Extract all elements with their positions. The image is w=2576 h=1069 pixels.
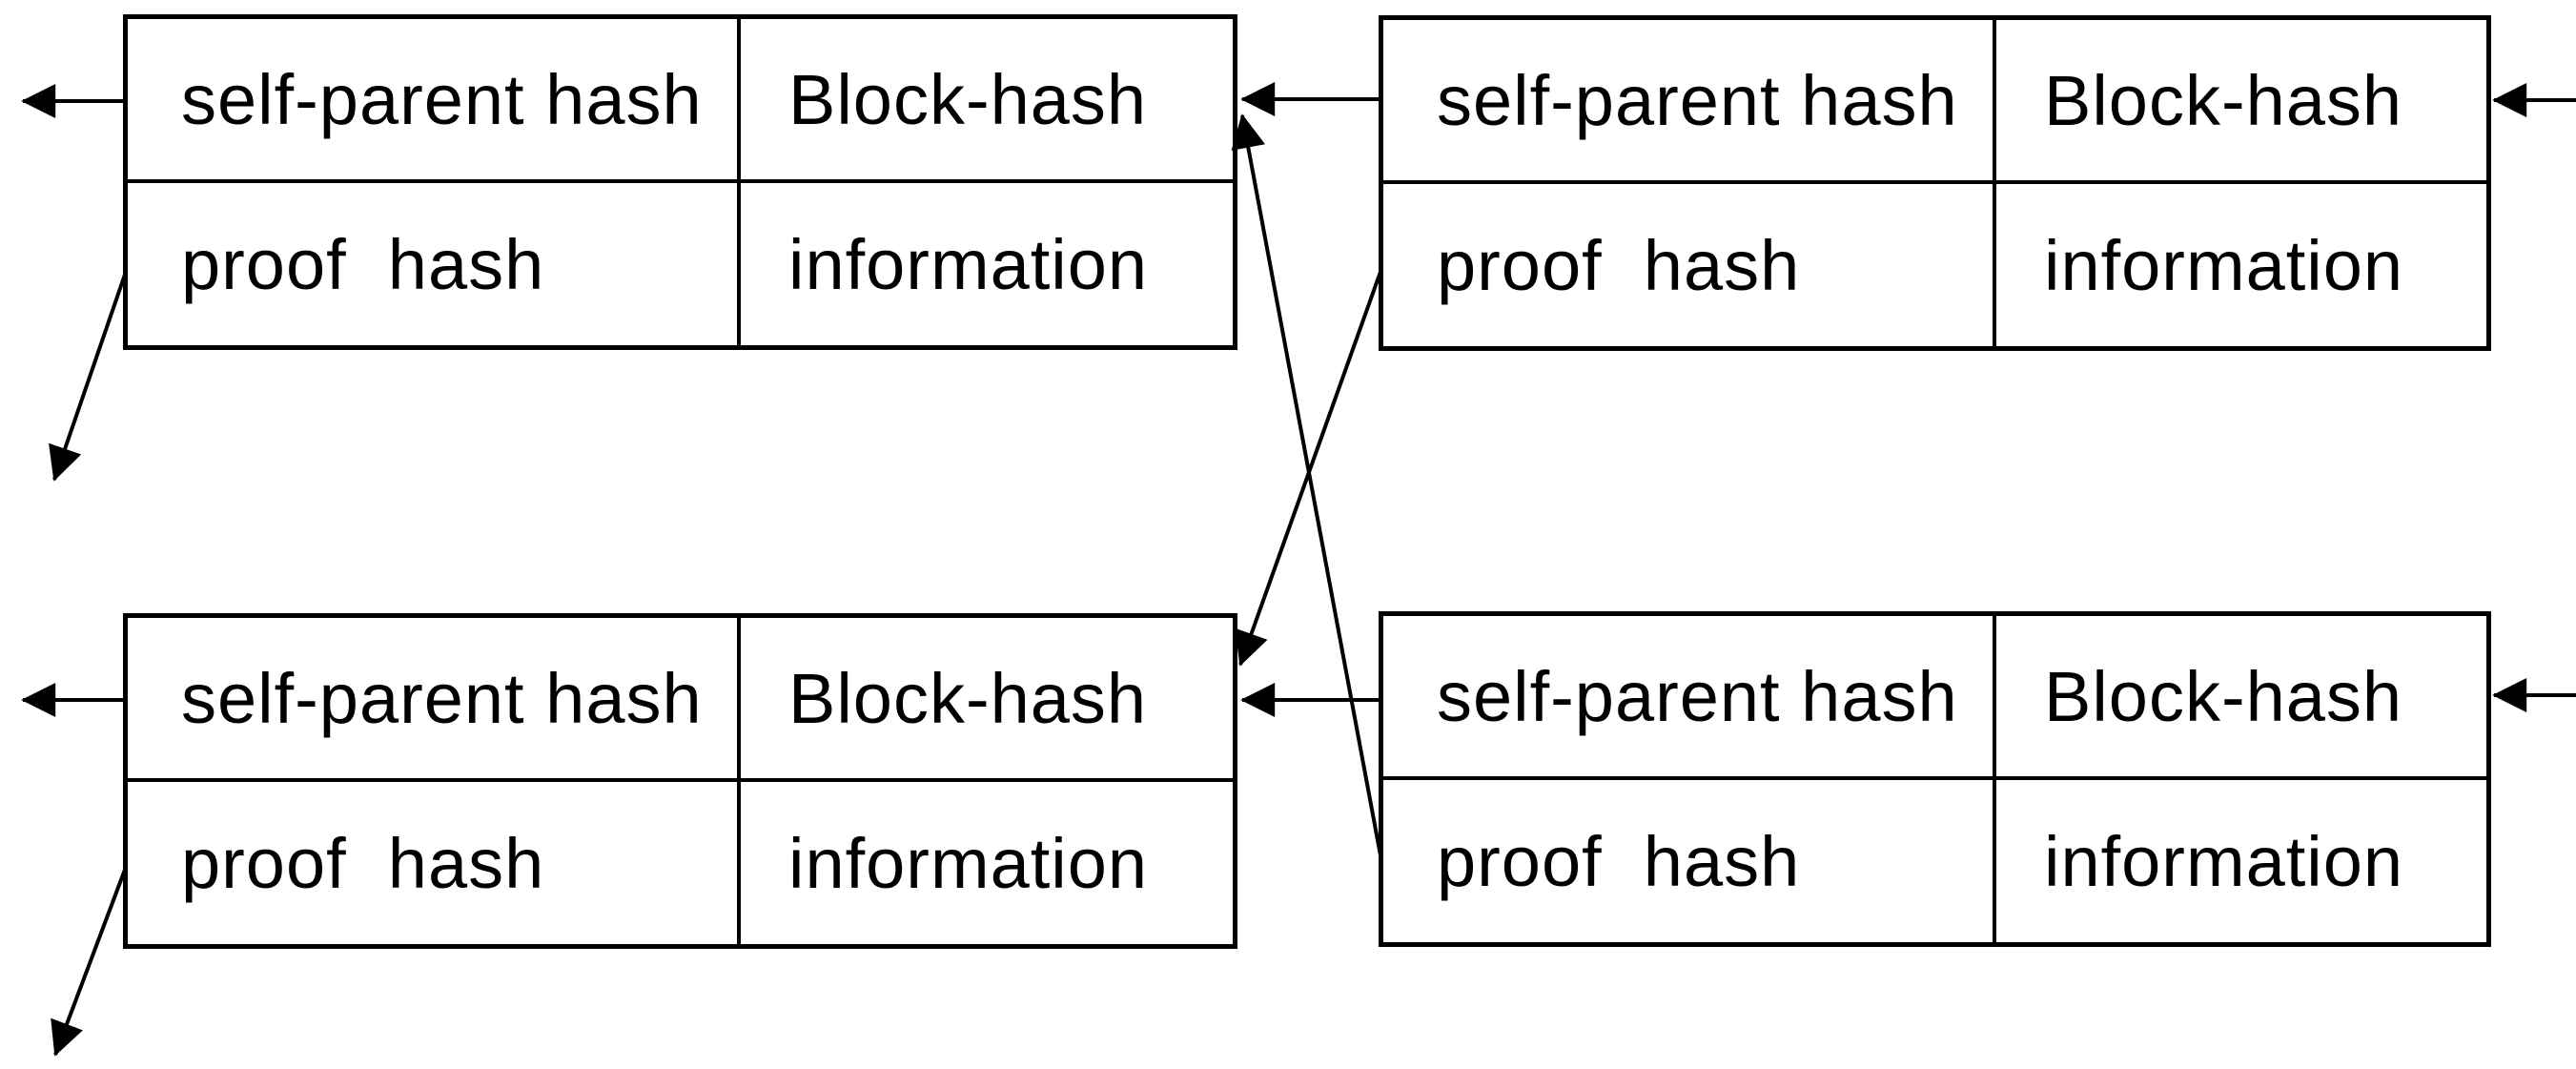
cell-proof-hash: proof hash bbox=[1383, 184, 1996, 346]
cell-information: information bbox=[788, 224, 1149, 304]
block-bottom-right: self-parent hash Block-hash proof hash i… bbox=[1379, 611, 2491, 947]
arrow-tl-proof-out-downleft bbox=[49, 271, 128, 482]
cell-self-parent-hash: self-parent hash bbox=[1383, 20, 1996, 184]
cell-block-hash: Block-hash bbox=[741, 19, 1233, 183]
cell-information: information bbox=[2044, 821, 2404, 901]
arrow-br-proof-to-tl-blockhash bbox=[1231, 113, 1382, 856]
cell-self-parent-hash: self-parent hash bbox=[128, 19, 741, 183]
cell-proof-hash: proof hash bbox=[128, 183, 741, 345]
cell-proof-hash: proof hash bbox=[1383, 780, 1996, 942]
cell-self-parent-hash: self-parent hash bbox=[1383, 616, 1996, 780]
block-top-left: self-parent hash Block-hash proof hash i… bbox=[123, 14, 1237, 350]
cell-information: information bbox=[788, 823, 1149, 903]
arrow-bl-proof-out-downleft bbox=[51, 869, 127, 1057]
cell-information: information bbox=[2044, 225, 2404, 305]
cell-block-hash: Block-hash bbox=[741, 618, 1233, 782]
cell-proof-hash: proof hash bbox=[128, 782, 741, 944]
arrow-tr-proof-to-bl-blockhash bbox=[1235, 271, 1382, 667]
cell-block-hash: Block-hash bbox=[1996, 20, 2486, 184]
block-top-right: self-parent hash Block-hash proof hash i… bbox=[1379, 15, 2491, 351]
cell-self-parent-hash: self-parent hash bbox=[128, 618, 741, 782]
block-bottom-left: self-parent hash Block-hash proof hash i… bbox=[123, 613, 1237, 949]
cell-block-hash: Block-hash bbox=[1996, 616, 2486, 780]
